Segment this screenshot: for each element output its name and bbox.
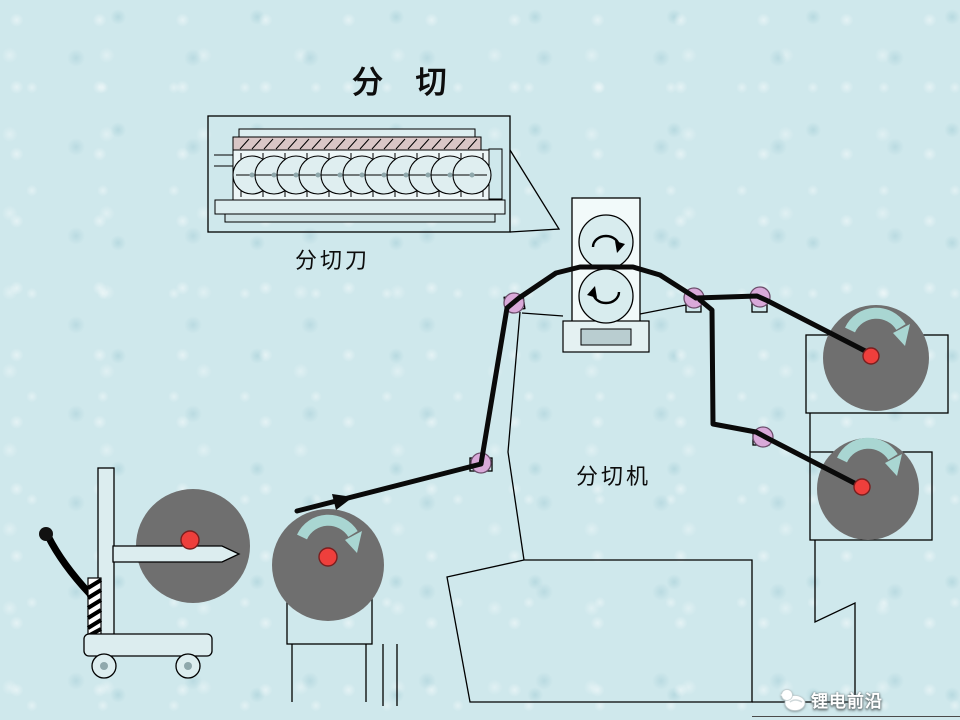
truck-base: [83, 633, 213, 657]
web-path-unwind-to-nip: [294, 264, 699, 514]
roll-hub: [180, 530, 200, 550]
roll-rotation-arrows: [297, 307, 910, 553]
logo-bird-icon: [780, 689, 806, 711]
frame-top-link: [521, 312, 564, 317]
web-direction-arrowhead-icon: [332, 494, 353, 510]
machine-label: 分切机: [576, 464, 652, 489]
callout-lines: [509, 149, 561, 233]
truck-handle: [44, 532, 94, 598]
nip-roller-top: [578, 214, 634, 270]
inset-frame: [207, 115, 511, 233]
rotation-arrow-icon: [837, 437, 902, 476]
watermark-divider-line: [752, 716, 960, 717]
nip-roller-unit: [562, 197, 650, 353]
rotation-arrow-icon: [297, 514, 362, 553]
knife-base: [214, 199, 506, 215]
frame-base-outline: [446, 559, 753, 703]
web-path: [294, 264, 876, 514]
roll-hub: [318, 547, 338, 567]
truck-fork: [112, 545, 241, 563]
pallet-truck: [39, 467, 250, 679]
rotation-arrow-icon: [587, 234, 625, 305]
slide-title: 分 切: [352, 65, 459, 100]
handle-grip: [39, 527, 53, 541]
nip-roller-bottom: [578, 268, 634, 324]
hydraulic-striped-bar: [86, 577, 103, 638]
roll-hubs: [318, 347, 880, 567]
web-path-to-top-rewind: [693, 293, 876, 358]
disc-centers: [249, 172, 475, 178]
knife-top-cap: [238, 128, 476, 138]
clamp-hatch: [239, 138, 478, 150]
rotation-arrow-icon: [845, 307, 910, 346]
roll-hub: [853, 478, 871, 496]
rewind-stand-outline: [752, 540, 856, 703]
slitting-knife-inset: [207, 115, 561, 233]
nip-base-slot: [580, 328, 632, 346]
rear-wheel-hub: [100, 662, 108, 670]
frame-right-link: [639, 304, 687, 315]
knife-label: 分切刀: [295, 248, 371, 273]
watermark: 锂电前沿: [778, 686, 883, 712]
knife-base-lip: [224, 213, 496, 223]
front-wheel-hub: [184, 662, 192, 670]
web-path-to-bottom-rewind: [697, 297, 865, 490]
knife-clamp-bar: [232, 136, 482, 151]
roll-hub: [862, 347, 880, 365]
watermark-text: 锂电前沿: [811, 691, 883, 711]
frame-left-edge: [507, 311, 525, 561]
